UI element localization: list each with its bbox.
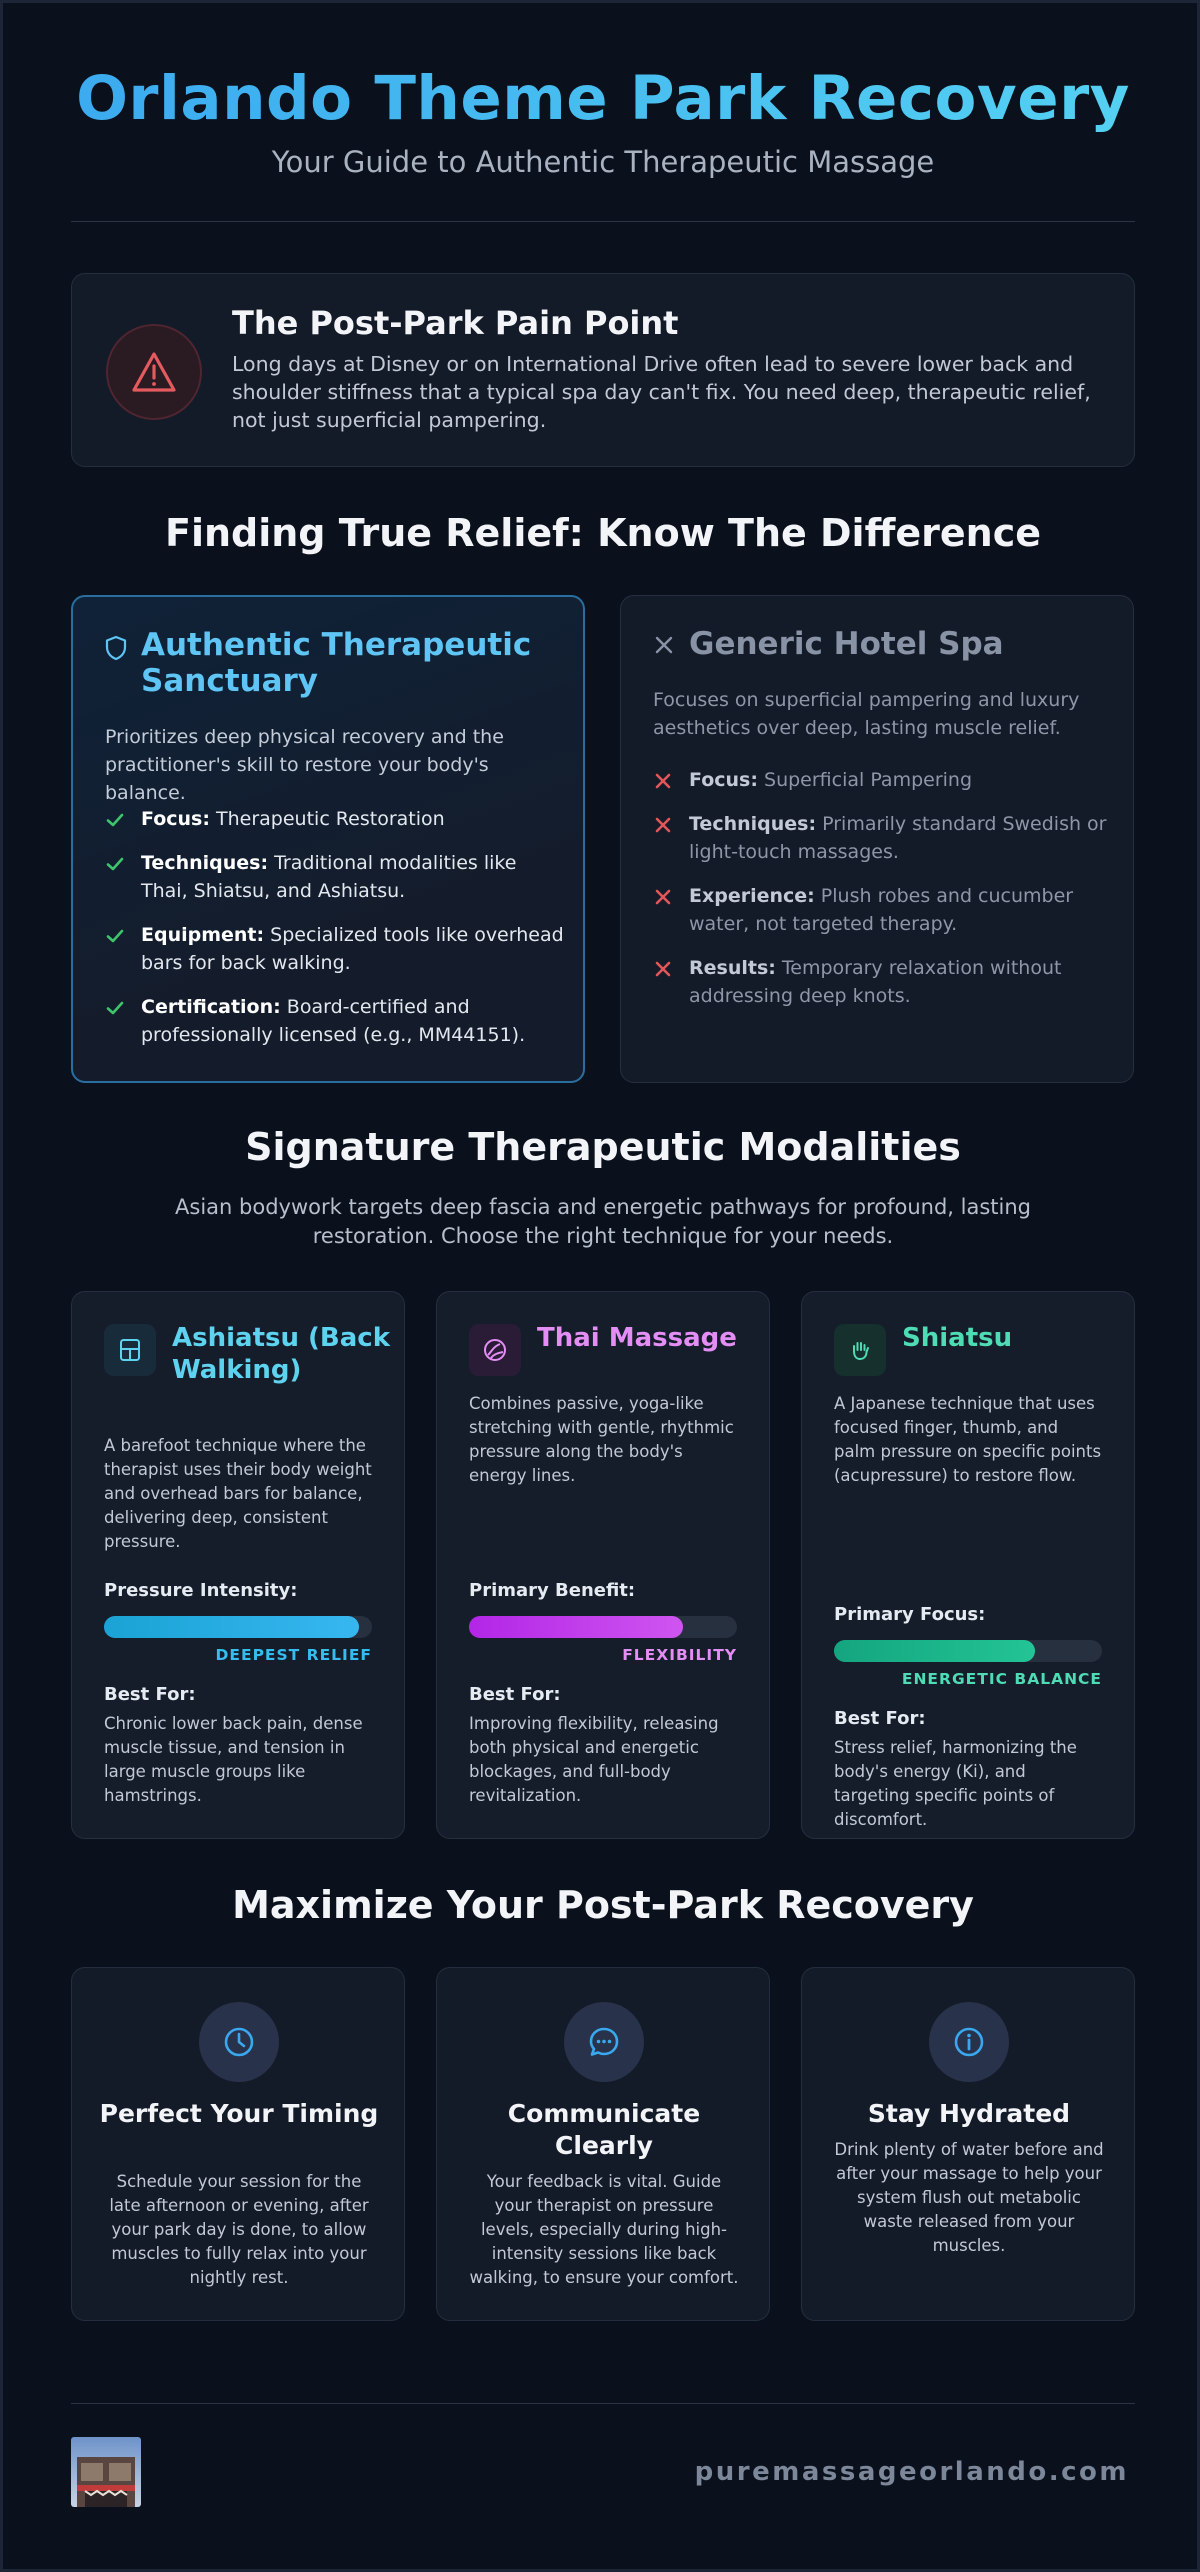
benefit-bar bbox=[469, 1616, 737, 1638]
check-icon bbox=[106, 1001, 124, 1015]
hand-pressure-icon bbox=[834, 1324, 886, 1376]
footer-divider bbox=[71, 2403, 1135, 2404]
modality-desc: A barefoot technique where the therapist… bbox=[104, 1436, 372, 1551]
cross-icon bbox=[655, 961, 671, 977]
modality-desc: A Japanese technique that uses focused f… bbox=[834, 1394, 1102, 1485]
intensity-bar-fill bbox=[104, 1616, 359, 1638]
stretch-icon bbox=[469, 1324, 521, 1376]
benefit-bar-fill bbox=[469, 1616, 684, 1638]
tip-card-hydrated: Stay Hydrated Drink plenty of water befo… bbox=[801, 1967, 1135, 2321]
cross-icon bbox=[655, 889, 671, 905]
authentic-list: Focus: Therapeutic Restoration Technique… bbox=[105, 805, 565, 1065]
metric-caption: DEEPEST RELIEF bbox=[215, 1646, 372, 1664]
generic-title: Generic Hotel Spa bbox=[689, 626, 1004, 662]
tip-title: Stay Hydrated bbox=[867, 2099, 1071, 2128]
chat-bubble-icon bbox=[564, 2002, 644, 2082]
clock-icon bbox=[199, 2002, 279, 2082]
generic-list: Focus: Superficial Pampering Techniques:… bbox=[653, 766, 1113, 1026]
cross-icon bbox=[655, 773, 671, 789]
page-subtitle: Your Guide to Authentic Therapeutic Mass… bbox=[271, 145, 935, 179]
generic-desc: Focuses on superficial pampering and lux… bbox=[653, 689, 1080, 739]
intensity-bar bbox=[104, 1616, 372, 1638]
metric-caption: FLEXIBILITY bbox=[622, 1646, 737, 1664]
logo bbox=[71, 2437, 141, 2507]
modality-name: Ashiatsu (Back Walking) bbox=[172, 1323, 390, 1385]
warning-triangle-icon bbox=[106, 324, 202, 420]
check-icon bbox=[106, 857, 124, 871]
tip-title: Communicate Clearly bbox=[507, 2099, 701, 2160]
best-for-text: Chronic lower back pain, dense muscle ti… bbox=[104, 1714, 363, 1805]
header-divider bbox=[71, 221, 1135, 222]
authentic-desc: Prioritizes deep physical recovery and t… bbox=[105, 726, 504, 804]
modality-name: Shiatsu bbox=[902, 1323, 1013, 1353]
authentic-title: Authentic Therapeutic Sanctuary bbox=[141, 627, 532, 699]
metric-label: Primary Benefit: bbox=[469, 1580, 636, 1601]
list-item: Focus: Superficial Pampering bbox=[653, 766, 1113, 794]
list-item: Certification: Board-certified and profe… bbox=[105, 993, 565, 1049]
best-for-text: Stress relief, harmonizing the body's en… bbox=[834, 1738, 1077, 1829]
page-title: Orlando Theme Park Recovery bbox=[3, 63, 1200, 134]
best-for-text: Improving flexibility, releasing both ph… bbox=[469, 1714, 719, 1805]
tip-card-timing: Perfect Your Timing Schedule your sessio… bbox=[71, 1967, 405, 2321]
focus-bar bbox=[834, 1640, 1102, 1662]
best-for-label: Best For: bbox=[469, 1684, 561, 1705]
pain-point-title: The Post-Park Pain Point bbox=[232, 304, 679, 342]
tip-title: Perfect Your Timing bbox=[99, 2099, 379, 2128]
list-item: Experience: Plush robes and cucumber wat… bbox=[653, 882, 1113, 938]
list-item: Focus: Therapeutic Restoration bbox=[105, 805, 565, 833]
authentic-sanctuary-card: Authentic Therapeutic Sanctuary Prioriti… bbox=[71, 595, 585, 1083]
metric-label: Pressure Intensity: bbox=[104, 1580, 298, 1601]
tip-text: Your feedback is vital. Guide your thera… bbox=[469, 2172, 739, 2287]
cross-icon bbox=[655, 817, 671, 833]
tip-card-communicate: Communicate Clearly Your feedback is vit… bbox=[436, 1967, 770, 2321]
modality-name: Thai Massage bbox=[537, 1323, 737, 1353]
x-icon bbox=[653, 634, 675, 660]
modality-desc: Combines passive, yoga-like stretching w… bbox=[469, 1394, 734, 1485]
list-item: Techniques: Traditional modalities like … bbox=[105, 849, 565, 905]
footer-domain-link[interactable]: puremassageorlando.com bbox=[694, 2457, 1129, 2487]
modality-card-shiatsu: Shiatsu A Japanese technique that uses f… bbox=[801, 1291, 1135, 1839]
check-icon bbox=[106, 813, 124, 827]
modalities-heading: Signature Therapeutic Modalities bbox=[245, 1125, 961, 1169]
tip-text: Drink plenty of water before and after y… bbox=[834, 2140, 1104, 2255]
info-icon bbox=[929, 2002, 1009, 2082]
generic-spa-card: Generic Hotel Spa Focuses on superficial… bbox=[620, 595, 1134, 1083]
comparison-heading: Finding True Relief: Know The Difference bbox=[164, 511, 1041, 555]
metric-caption: ENERGETIC BALANCE bbox=[901, 1670, 1102, 1688]
modality-card-ashiatsu: Ashiatsu (Back Walking) A barefoot techn… bbox=[71, 1291, 405, 1839]
pain-point-text: Long days at Disney or on International … bbox=[232, 352, 1091, 432]
modalities-subtitle: Asian bodywork targets deep fascia and e… bbox=[175, 1195, 1031, 1248]
best-for-label: Best For: bbox=[104, 1684, 196, 1705]
list-item: Techniques: Primarily standard Swedish o… bbox=[653, 810, 1113, 866]
list-item: Results: Temporary relaxation without ad… bbox=[653, 954, 1113, 1010]
shield-icon bbox=[105, 635, 127, 665]
check-icon bbox=[106, 929, 124, 943]
list-item: Equipment: Specialized tools like overhe… bbox=[105, 921, 565, 977]
focus-bar-fill bbox=[834, 1640, 1035, 1662]
metric-label: Primary Focus: bbox=[834, 1604, 986, 1625]
tips-heading: Maximize Your Post-Park Recovery bbox=[232, 1883, 974, 1927]
overhead-bars-icon bbox=[104, 1324, 156, 1376]
modality-card-thai: Thai Massage Combines passive, yoga-like… bbox=[436, 1291, 770, 1839]
tip-text: Schedule your session for the late after… bbox=[109, 2172, 369, 2287]
best-for-label: Best For: bbox=[834, 1708, 926, 1729]
pain-point-card: The Post-Park Pain Point Long days at Di… bbox=[71, 273, 1135, 467]
